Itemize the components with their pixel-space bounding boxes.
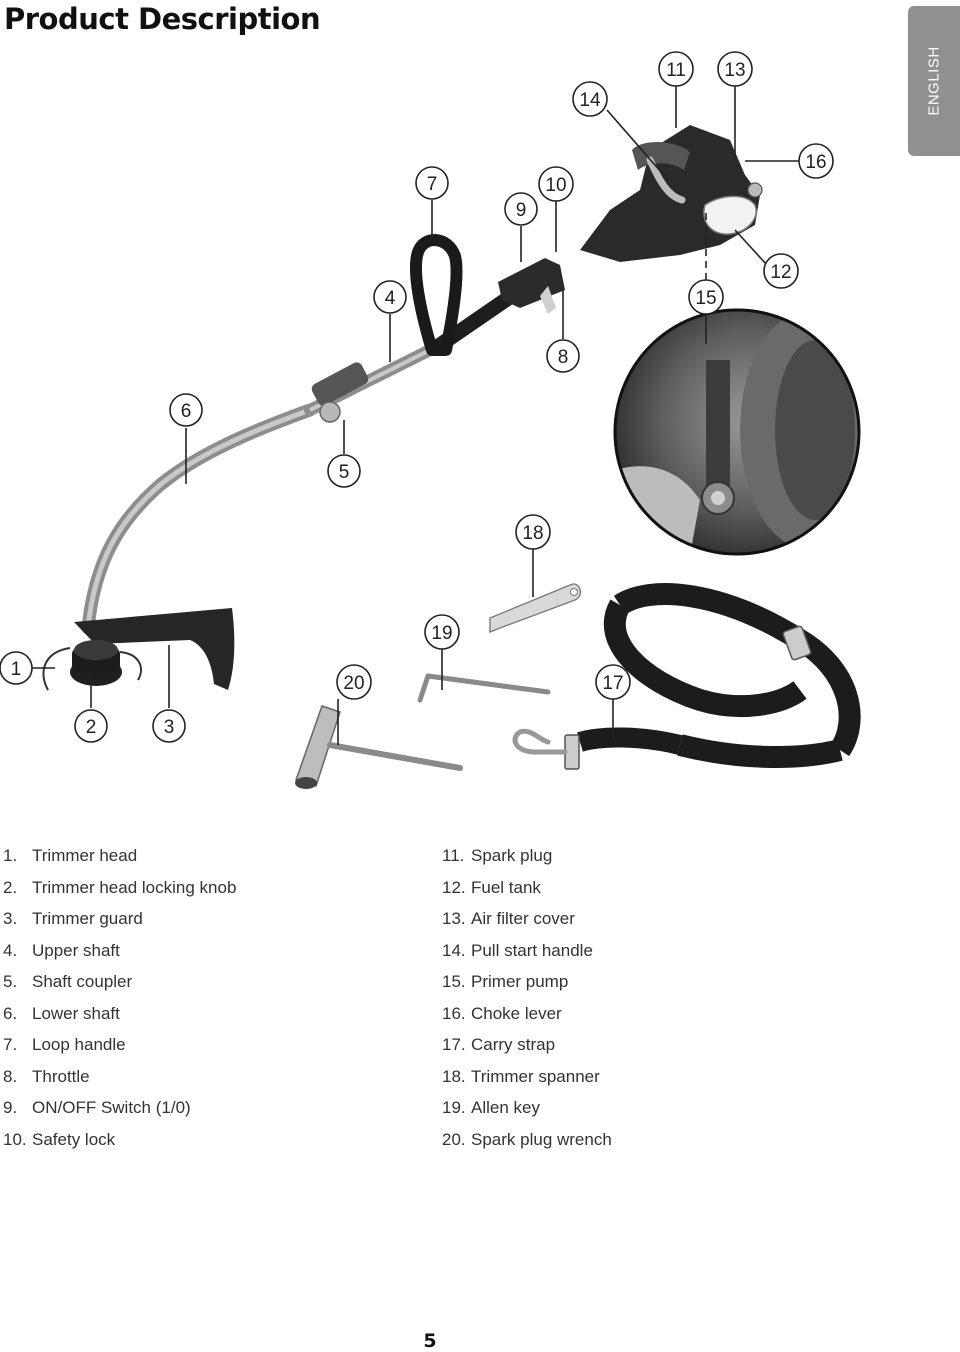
- parts-list-left: 1.Trimmer head 2.Trimmer head locking kn…: [3, 845, 236, 1160]
- svg-text:11: 11: [666, 60, 686, 81]
- callout-13: 13: [717, 51, 753, 87]
- list-item: 12.Fuel tank: [442, 877, 541, 897]
- list-item: 8.Throttle: [3, 1066, 90, 1086]
- callout-20: 20: [336, 664, 372, 700]
- svg-text:2: 2: [86, 717, 97, 738]
- list-item: 14.Pull start handle: [442, 940, 593, 960]
- list-item: 18.Trimmer spanner: [442, 1066, 600, 1086]
- callout-6: 6: [169, 393, 203, 427]
- svg-text:12: 12: [770, 262, 791, 283]
- page-title: Product Description: [4, 2, 321, 36]
- callout-3: 3: [152, 709, 186, 743]
- callout-markers: 1 2 3 4 5 6 7 8 9 10 11 12 13 14 15 16 1…: [0, 51, 834, 743]
- primer-pump-detail-inset: [613, 308, 861, 556]
- list-item: 5.Shaft coupler: [3, 972, 133, 991]
- svg-text:9: 9: [516, 200, 527, 221]
- carry-strap-illustration: [512, 583, 861, 770]
- callout-1: 1: [0, 651, 33, 685]
- list-item: 7.Loop handle: [3, 1035, 126, 1054]
- svg-text:5: 5: [339, 462, 350, 483]
- list-item: 4.Upper shaft: [3, 940, 120, 960]
- svg-text:17: 17: [602, 673, 623, 694]
- list-item: 20.Spark plug wrench: [442, 1129, 612, 1149]
- callout-7: 7: [415, 166, 449, 200]
- list-item: 1.Trimmer head: [3, 846, 138, 865]
- spark-plug-wrench-illustration: [295, 705, 463, 789]
- list-item: 3.Trimmer guard: [3, 909, 143, 928]
- list-item: 2.Trimmer head locking knob: [3, 877, 237, 897]
- callout-9: 9: [504, 192, 538, 226]
- callout-16: 16: [798, 143, 834, 179]
- list-item: 11.Spark plug: [442, 846, 553, 865]
- list-item: 15.Primer pump: [442, 972, 569, 991]
- callout-19: 19: [424, 614, 460, 650]
- callout-15: 15: [688, 279, 724, 315]
- svg-text:7: 7: [427, 174, 438, 195]
- page-number: 5: [423, 1330, 437, 1352]
- leader-lines: [32, 86, 799, 745]
- svg-text:19: 19: [431, 623, 452, 644]
- callout-11: 11: [658, 51, 694, 87]
- svg-text:8: 8: [558, 347, 569, 368]
- product-diagram: 1 2 3 4 5 6 7 8 9 10 11 12 13 14 15 16 1…: [0, 51, 861, 789]
- callout-10: 10: [538, 166, 574, 202]
- svg-text:16: 16: [805, 152, 826, 173]
- svg-text:4: 4: [385, 288, 396, 309]
- trimmer-spanner-illustration: [489, 583, 582, 633]
- language-tab: ENGLISH: [908, 6, 960, 156]
- callout-12: 12: [763, 253, 799, 289]
- callout-5: 5: [327, 454, 361, 488]
- callout-4: 4: [373, 280, 407, 314]
- callout-8: 8: [546, 339, 580, 373]
- list-item: 17.Carry strap: [442, 1035, 556, 1054]
- svg-text:3: 3: [164, 717, 175, 738]
- list-item: 6.Lower shaft: [3, 1003, 120, 1023]
- callout-18: 18: [515, 514, 551, 550]
- svg-text:18: 18: [522, 523, 543, 544]
- allen-key-illustration: [417, 673, 551, 703]
- callout-2: 2: [74, 709, 108, 743]
- svg-text:14: 14: [579, 90, 601, 111]
- svg-text:6: 6: [181, 401, 192, 422]
- parts-list-right: 11.Spark plug 12.Fuel tank 13.Air filter…: [442, 845, 612, 1160]
- trimmer-illustration: [42, 125, 763, 691]
- svg-text:15: 15: [695, 288, 716, 309]
- svg-text:20: 20: [343, 673, 364, 694]
- list-item: 10.Safety lock: [3, 1129, 116, 1149]
- callout-17: 17: [595, 664, 631, 700]
- list-item: 19.Allen key: [442, 1098, 540, 1117]
- svg-text:1: 1: [11, 659, 22, 680]
- svg-text:13: 13: [724, 60, 745, 81]
- callout-14: 14: [572, 81, 608, 117]
- list-item: 9.ON/OFF Switch (1/0): [3, 1098, 191, 1117]
- svg-text:10: 10: [545, 175, 566, 196]
- list-item: 16.Choke lever: [442, 1003, 562, 1023]
- list-item: 13.Air filter cover: [442, 909, 575, 928]
